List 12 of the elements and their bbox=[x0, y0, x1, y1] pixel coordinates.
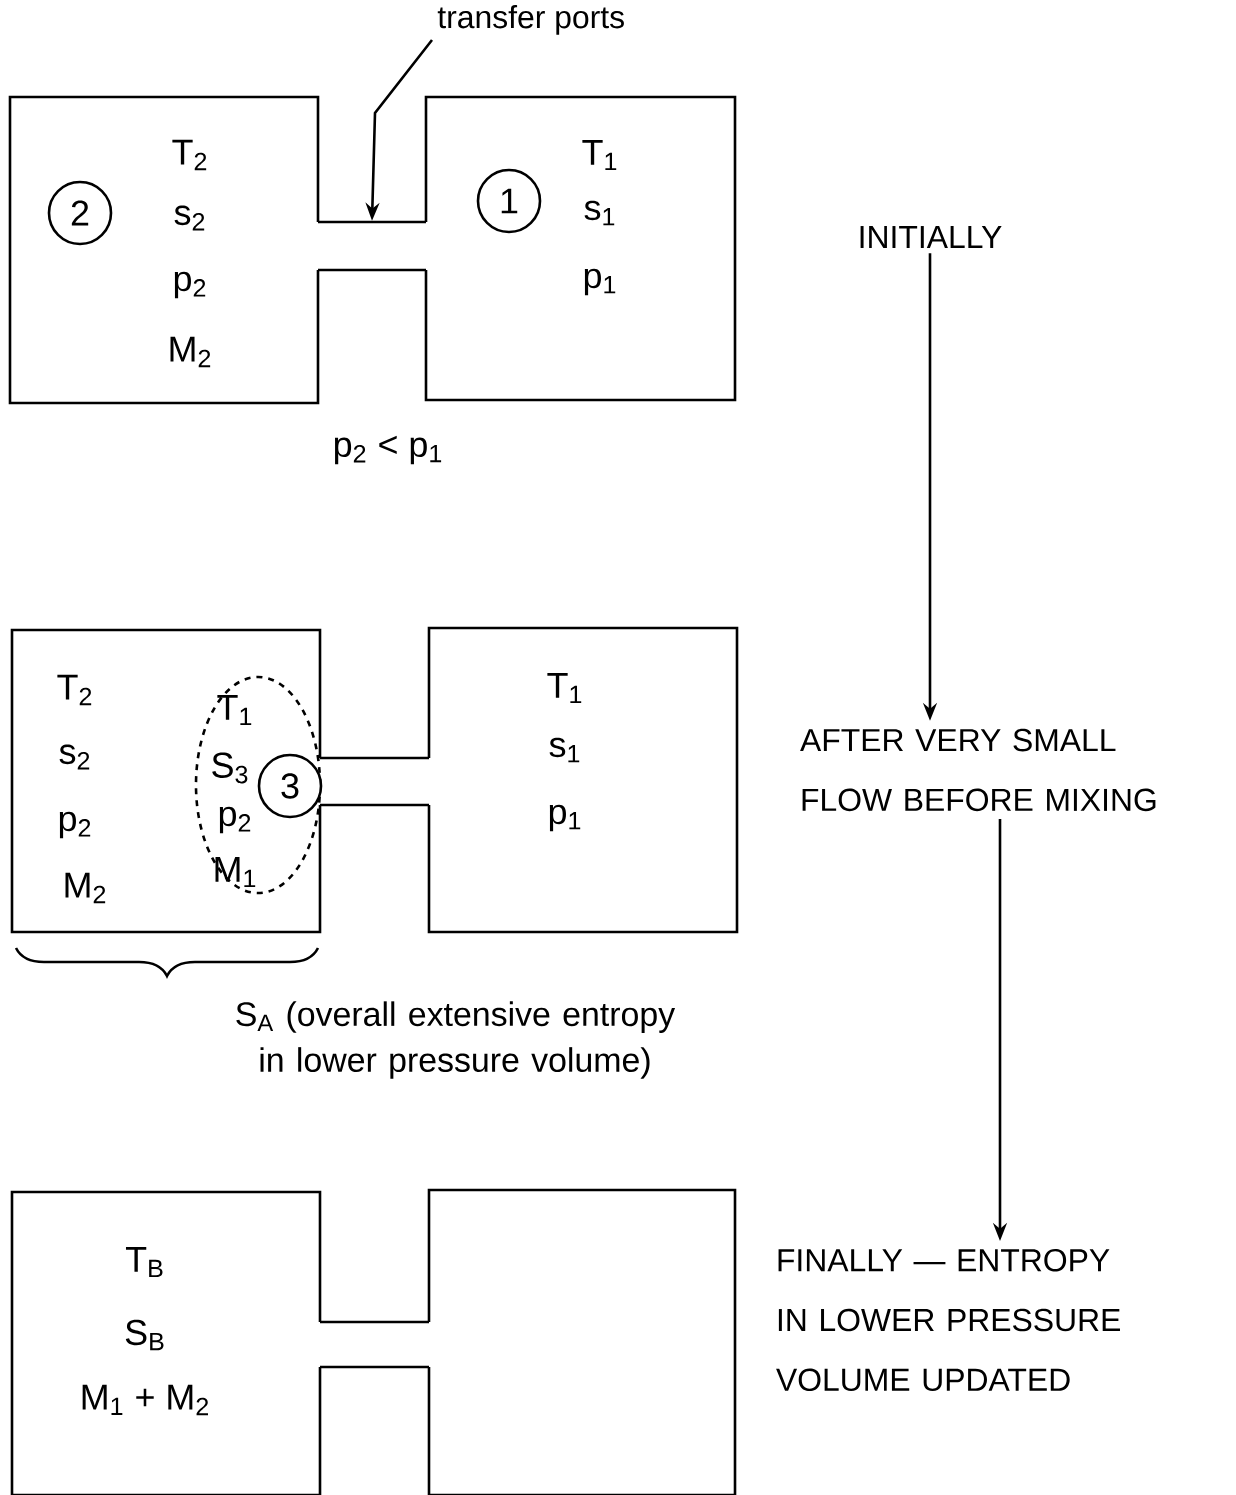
chamber: T$_{B}$ S$_{B}$ M$_{1}$ + M$_{2}$ bbox=[10, 1190, 322, 1495]
leader-text: transfer ports bbox=[437, 5, 624, 35]
pressure-relation: p$_{2}$ < p$_{1}$ bbox=[334, 435, 442, 465]
chamber bbox=[427, 1188, 737, 1495]
stage-label: AFTER VERY SMALL FLOW BEFORE MIXING bbox=[800, 728, 1156, 812]
port-channel bbox=[316, 220, 428, 272]
port-channel bbox=[318, 1320, 431, 1369]
chamber: T$_{1}$ s$_{1}$ p$_{1}$ bbox=[427, 626, 739, 934]
stage-label: INITIALLY bbox=[860, 226, 1002, 248]
port-channel bbox=[318, 756, 431, 807]
annotation: S$_{A}$ (overall extensive entropy in lower pressure volume) bbox=[236, 1001, 676, 1079]
stage-label: FINALLY — ENTROPY IN LOWER PRESSURE VOLUME UPDATED bbox=[776, 1248, 1120, 1392]
